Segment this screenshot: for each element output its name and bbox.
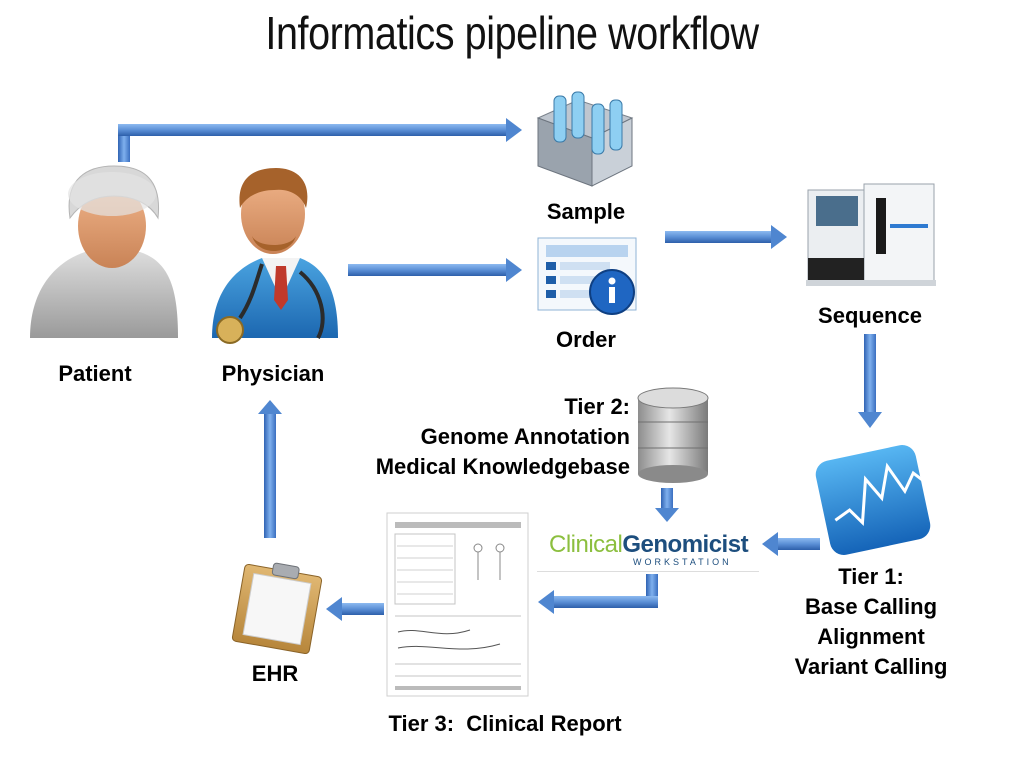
clinical-report-document-icon [386, 512, 529, 697]
tier2-description: Tier 2: Genome Annotation Medical Knowle… [300, 392, 630, 482]
page-title: Informatics pipeline workflow [265, 7, 759, 59]
waveform-analysis-icon [815, 445, 931, 555]
tier1-line: Base Calling [804, 594, 938, 619]
ehr-label: EHR [251, 661, 299, 686]
clinical-genomicist-logo: ClinicalGenomicist WORKSTATION [537, 527, 759, 572]
tier2-line: Medical Knowledgebase [375, 454, 630, 479]
sample-tube-rack-icon [536, 91, 634, 187]
arrow-tier1-to-workstation [762, 532, 820, 556]
tier3-label: Tier 3: Clinical Report [388, 711, 622, 736]
tier2-heading: Tier 2: [564, 394, 630, 419]
physician-label: Physician [221, 361, 325, 386]
logo-part-clinical: Clinical [549, 531, 623, 558]
logo-wordmark: ClinicalGenomicist [549, 531, 749, 559]
sequence-label: Sequence [818, 303, 922, 328]
tier2-line: Genome Annotation [420, 424, 630, 449]
patient-icon [30, 165, 178, 338]
arrow-tier2-to-workstation [655, 488, 679, 522]
sample-label: Sample [546, 199, 626, 224]
sequencer-machine-icon [806, 183, 936, 286]
order-form-icon [537, 237, 637, 315]
arrow-sequence-to-tier1 [858, 334, 882, 428]
arrow-physician-to-order [348, 258, 522, 282]
arrow-ehr-to-physician [258, 400, 282, 538]
tier1-description: Tier 1: Base Calling Alignment Variant C… [768, 562, 974, 682]
tier1-line: Variant Calling [794, 654, 948, 679]
patient-label: Patient [58, 361, 132, 386]
arrow-report-to-ehr [326, 597, 384, 621]
arrow-patient-to-sample [118, 118, 522, 162]
tier1-line: Alignment [817, 624, 925, 649]
database-icon [637, 387, 709, 483]
physician-icon [212, 168, 338, 344]
ehr-clipboard-icon [231, 562, 323, 655]
logo-part-genomicist: Genomicist [622, 531, 749, 558]
order-label: Order [556, 327, 616, 352]
arrow-workstation-to-report [538, 574, 658, 614]
logo-subtitle: WORKSTATION [633, 557, 732, 567]
tier1-heading: Tier 1: [838, 564, 904, 589]
arrow-to-sequence [665, 225, 787, 249]
